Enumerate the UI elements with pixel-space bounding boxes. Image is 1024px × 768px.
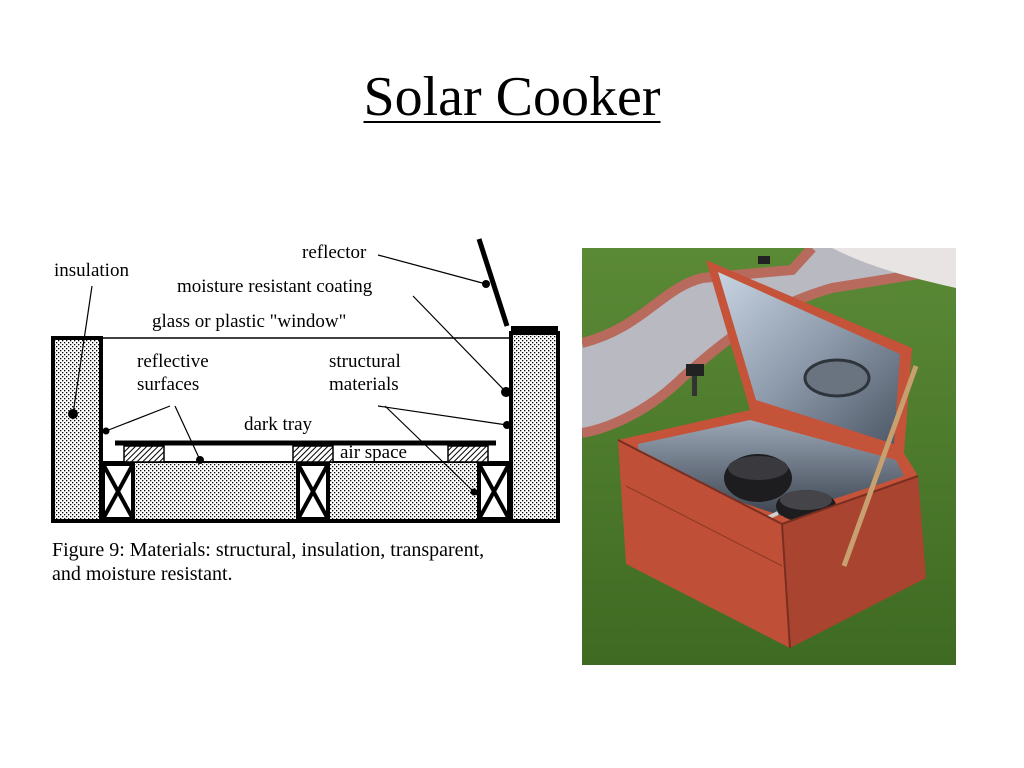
figure-caption: Figure 9: Materials: structural, insulat…	[52, 538, 572, 586]
brick-edging	[582, 248, 816, 348]
caption-line-1: Figure 9: Materials: structural, insulat…	[52, 539, 485, 561]
structural-support-left	[101, 462, 135, 521]
label-moisture-coating: moisture resistant coating	[177, 276, 373, 297]
cooker-box-front	[618, 440, 790, 648]
label-reflector: reflector	[302, 242, 367, 263]
label-structural-materials-1: structural	[329, 351, 401, 372]
label-air-space: air space	[340, 442, 407, 463]
reflector	[476, 238, 510, 327]
label-reflective-surfaces-2: surfaces	[137, 374, 199, 395]
slide-title: Solar Cooker	[363, 66, 661, 128]
label-dark-tray: dark tray	[244, 414, 313, 435]
left-insulation-wall	[51, 336, 103, 523]
lid-prop-stick	[841, 365, 919, 567]
caption-line-2: and moisture resistant.	[52, 563, 233, 585]
label-structural-materials-2: materials	[329, 374, 399, 395]
solar-cooker-photo	[582, 248, 956, 665]
structural-support-right	[477, 462, 511, 521]
label-reflective-surfaces-1: reflective	[137, 351, 209, 372]
reflector-hinge	[511, 326, 558, 334]
structural-support-middle	[296, 462, 330, 521]
label-insulation: insulation	[54, 260, 129, 281]
right-insulation-wall	[509, 331, 560, 523]
solar-cooker-diagram: insulation reflector moisture resistant …	[51, 238, 560, 523]
label-window: glass or plastic "window"	[152, 311, 346, 332]
cooker-box-side	[782, 476, 926, 648]
